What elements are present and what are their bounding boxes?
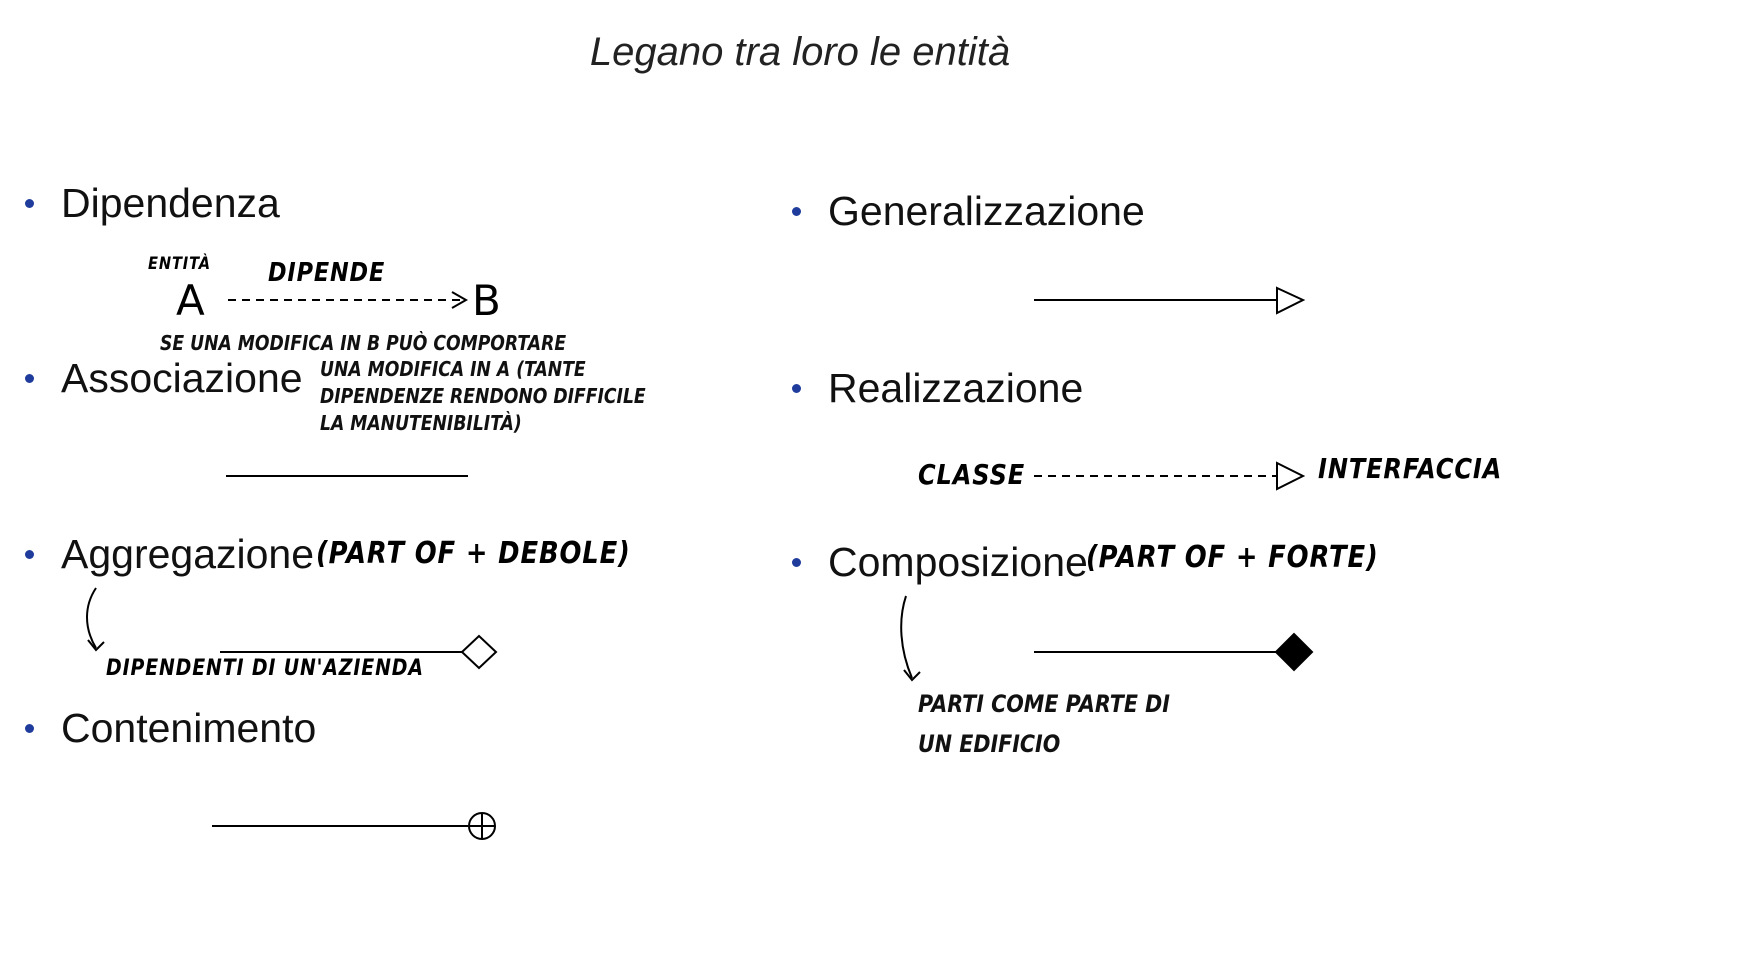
bullet-dot-icon (792, 558, 801, 567)
bullet-composizione: Composizione (792, 539, 1088, 586)
dependency-arrow (228, 291, 469, 309)
aggregation-pointer-arrow (86, 587, 105, 652)
bullet-contenimento: Contenimento (25, 705, 316, 752)
realization-arrow (1034, 461, 1306, 491)
containment-connector (212, 812, 496, 840)
bullet-dot-icon (25, 199, 34, 208)
bullet-composizione-label: Composizione (828, 539, 1088, 585)
bullet-realizzazione-label: Realizzazione (828, 365, 1084, 411)
composizione-example: PARTI COME PARTE DI UN EDIFICIO (918, 684, 1170, 764)
composizione-example-line: UN EDIFICIO (918, 730, 1061, 758)
bullet-dipendenza-label: Dipendenza (61, 180, 280, 226)
composition-connector (1034, 632, 1314, 672)
aggregazione-note: (PART OF + DEBOLE) (316, 536, 631, 571)
bullet-contenimento-label: Contenimento (61, 705, 317, 751)
aggregation-connector (220, 634, 498, 670)
dependency-note-line: SE UNA MODIFICA IN B PUÒ COMPORTARE (160, 331, 567, 355)
generalization-arrow (1034, 286, 1306, 315)
bullet-generalizzazione: Generalizzazione (792, 188, 1145, 235)
classe-label: CLASSE (918, 458, 1026, 491)
bullet-dot-icon (25, 374, 34, 383)
hollow-triangle-icon (1276, 286, 1306, 315)
bullet-aggregazione-label: Aggregazione (61, 531, 315, 577)
dependency-note: SE UNA MODIFICA IN B PUÒ COMPORTARE (160, 330, 566, 357)
entity-b-label: B (472, 276, 502, 325)
composizione-example-line: PARTI COME PARTE DI (918, 690, 1170, 718)
bullet-aggregazione: Aggregazione (25, 531, 314, 578)
bullet-associazione: Associazione (25, 355, 303, 402)
bullet-dipendenza: Dipendenza (25, 180, 280, 227)
composizione-note: (PART OF + FORTE) (1086, 540, 1379, 575)
bullet-generalizzazione-label: Generalizzazione (828, 188, 1145, 234)
bullet-associazione-label: Associazione (61, 355, 303, 401)
bullet-dot-icon (792, 384, 801, 393)
bullet-dot-icon (792, 207, 801, 216)
bullet-dot-icon (25, 724, 34, 733)
dependency-note-line: DIPENDENZE RENDONO DIFFICILE (320, 384, 646, 408)
hollow-triangle-icon (1276, 461, 1306, 491)
aggregazione-example: DIPENDENTI DI UN'AZIENDA (106, 656, 424, 681)
dipende-note: DIPENDE (268, 258, 386, 288)
entity-a-label: A (176, 276, 206, 325)
bullet-realizzazione: Realizzazione (792, 365, 1083, 412)
dependency-note-continued: UNA MODIFICA IN A (TANTE DIPENDENZE REND… (320, 356, 646, 437)
entita-note: ENTITÀ (148, 254, 211, 274)
interfaccia-label: INTERFACCIA (1318, 452, 1503, 485)
page-title: Legano tra loro le entità (589, 30, 1011, 74)
dependency-note-line: UNA MODIFICA IN A (TANTE (320, 357, 586, 381)
hollow-diamond-icon (460, 634, 498, 670)
composition-pointer-arrow (900, 595, 921, 682)
dependency-note-line: LA MANUTENIBILITÀ) (320, 411, 522, 435)
bullet-dot-icon (25, 550, 34, 559)
filled-diamond-icon (1274, 632, 1314, 672)
